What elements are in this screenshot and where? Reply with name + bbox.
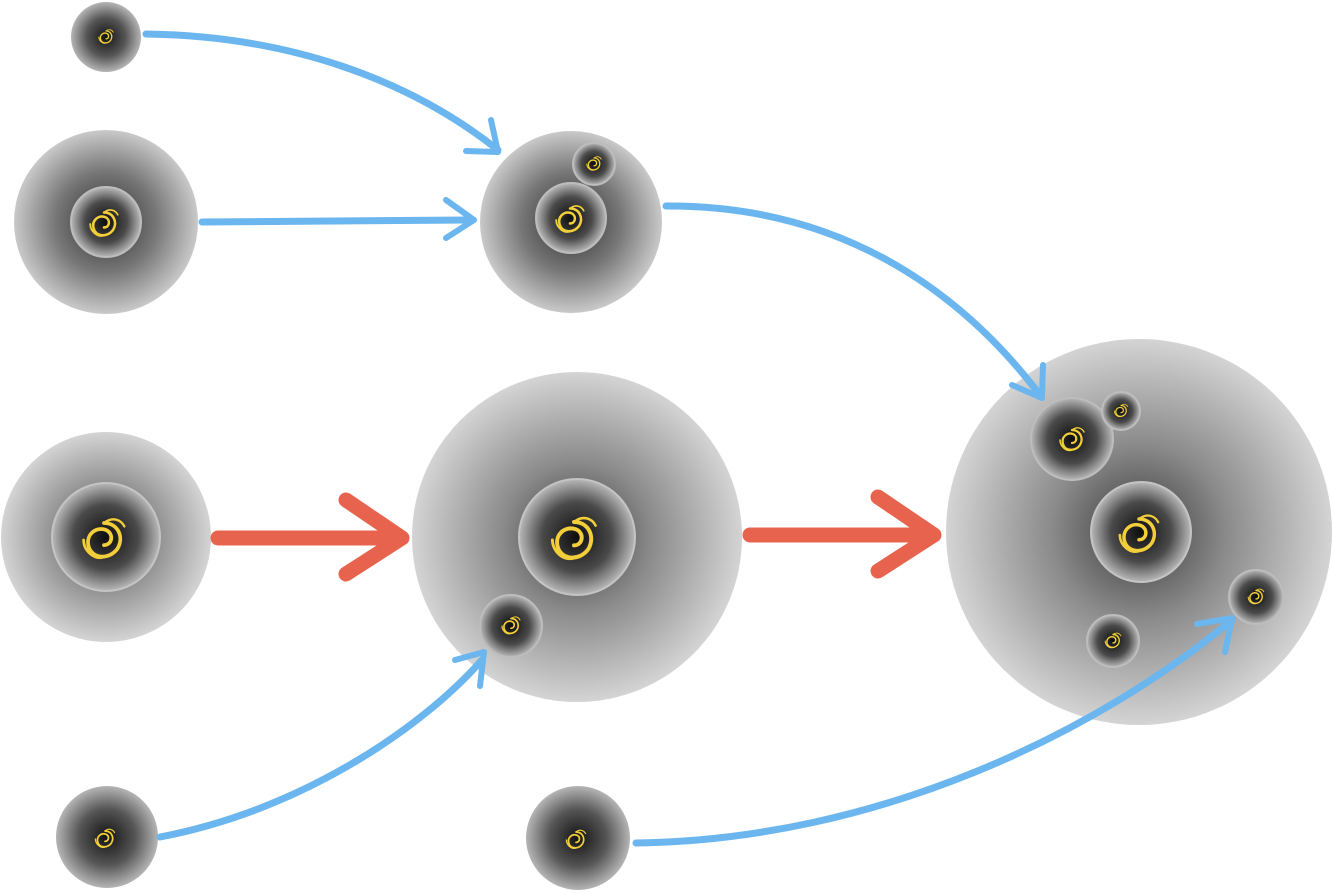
growth-arrow-1	[210, 492, 410, 582]
satellite-halo	[1086, 614, 1140, 668]
satellite-halo	[479, 594, 543, 658]
growth-arrow-2	[742, 489, 942, 579]
satellite-halo	[572, 142, 616, 186]
halo-top-merged	[480, 131, 662, 313]
halo-right-largest	[946, 339, 1332, 725]
accretion-arrow-4	[156, 649, 487, 841]
halo-bottom-left-small	[56, 786, 158, 888]
halo-center-left	[1, 432, 211, 642]
accretion-arrow-1	[142, 30, 502, 155]
halo-center-large	[412, 372, 742, 702]
accretion-arrow-5	[632, 615, 1236, 847]
satellite-halo	[1030, 397, 1114, 481]
accretion-arrow-3	[662, 202, 1046, 401]
satellite-halo	[1228, 569, 1284, 625]
accretion-arrow-2	[198, 197, 477, 241]
halo-bottom-middle-small	[526, 786, 630, 890]
halo-top-left-small	[71, 2, 141, 72]
halo-mid-left	[14, 130, 198, 314]
satellite-halo	[1101, 391, 1141, 431]
